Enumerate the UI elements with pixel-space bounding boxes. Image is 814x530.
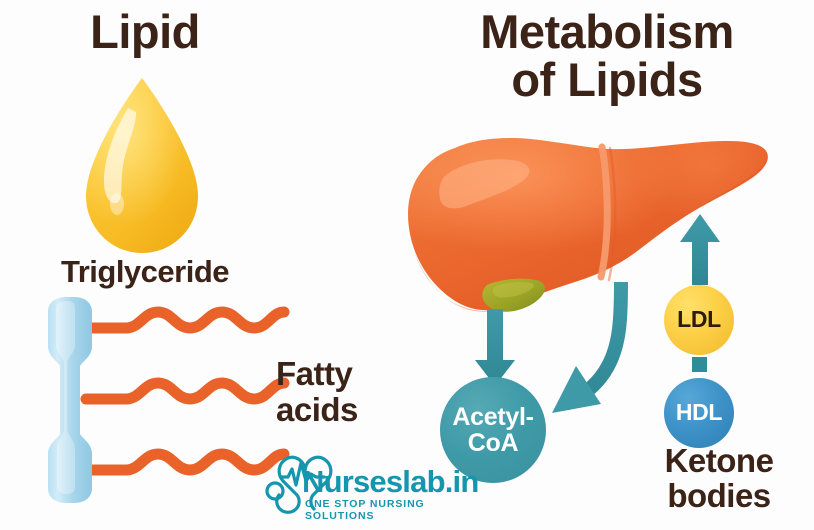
liver-organ <box>408 138 768 312</box>
fatty-acids-label: Fatty acids <box>276 355 358 428</box>
arrow-liver-curved <box>552 281 628 413</box>
glycerol-backbone-icon <box>48 297 92 503</box>
node-hdl[interactable]: HDL <box>664 378 734 448</box>
heartbeat-line-icon <box>279 461 326 487</box>
page-title-metabolism: Metabolism of Lipids <box>480 5 734 106</box>
connector-hdl-ldl <box>692 357 707 372</box>
page-title-lipid: Lipid <box>90 5 200 58</box>
arrow-liver-to-acetyl <box>475 309 515 386</box>
fatty-acid-chain-2 <box>80 377 290 405</box>
nurseslab-logo[interactable]: Nurseslab.in ONE STOP NURSING SOLUTIONS <box>250 450 482 524</box>
node-ldl[interactable]: LDL <box>664 285 734 355</box>
lipid-droplet-icon <box>86 78 198 253</box>
logo-name: Nurseslab.in <box>302 464 479 499</box>
node-acetyl-coa[interactable]: Acetyl- CoA <box>440 377 546 483</box>
arrow-ldl-to-liver <box>680 214 720 285</box>
fatty-acid-chain-1 <box>80 306 290 334</box>
fatty-acid-chains <box>80 306 290 476</box>
gallbladder-icon <box>482 278 545 312</box>
ketone-bodies-label: Ketone bodies <box>664 442 774 514</box>
triglyceride-label: Triglyceride <box>60 254 230 289</box>
logo-tagline: ONE STOP NURSING SOLUTIONS <box>305 498 425 522</box>
stethoscope-heart-icon <box>265 455 333 514</box>
